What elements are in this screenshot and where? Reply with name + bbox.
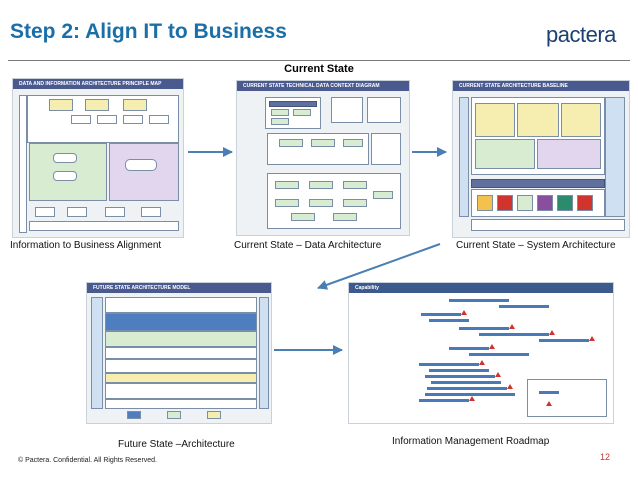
caption-system-architecture: Current State – System Architecture: [456, 240, 616, 251]
page-number: 12: [600, 452, 611, 462]
roadmap-gantt-thumbnail: Capability: [348, 282, 614, 424]
slide-title: Step 2: Align IT to Business: [10, 20, 287, 43]
caption-roadmap: Information Management Roadmap: [392, 436, 550, 447]
thumbnail-title: FUTURE STATE ARCHITECTURE MODEL: [87, 283, 271, 293]
title-divider: [8, 60, 630, 61]
arrow-to-future-state: [317, 243, 441, 290]
section-heading: Current State: [284, 63, 354, 75]
data-context-diagram-thumbnail: CURRENT STATE TECHNICAL DATA CONTEXT DIA…: [236, 80, 410, 236]
caption-data-architecture: Current State – Data Architecture: [234, 240, 382, 251]
pactera-logo: pactera: [546, 22, 616, 47]
copyright-footer: © Pactera. Confidential. All Rights Rese…: [18, 457, 158, 464]
thumbnail-title: CURRENT STATE ARCHITECTURE BASELINE: [453, 81, 629, 91]
caption-future-state: Future State –Architecture: [118, 439, 235, 450]
principle-map-thumbnail: DATA AND INFORMATION ARCHITECTURE PRINCI…: [12, 78, 184, 238]
thumbnail-title: DATA AND INFORMATION ARCHITECTURE PRINCI…: [13, 79, 183, 89]
architecture-baseline-thumbnail: CURRENT STATE ARCHITECTURE BASELINE: [452, 80, 630, 238]
caption-business-alignment: Information to Business Alignment: [10, 240, 162, 251]
future-state-model-thumbnail: FUTURE STATE ARCHITECTURE MODEL: [86, 282, 272, 424]
thumbnail-title: Capability: [349, 283, 613, 293]
thumbnail-title: CURRENT STATE TECHNICAL DATA CONTEXT DIA…: [237, 81, 409, 91]
